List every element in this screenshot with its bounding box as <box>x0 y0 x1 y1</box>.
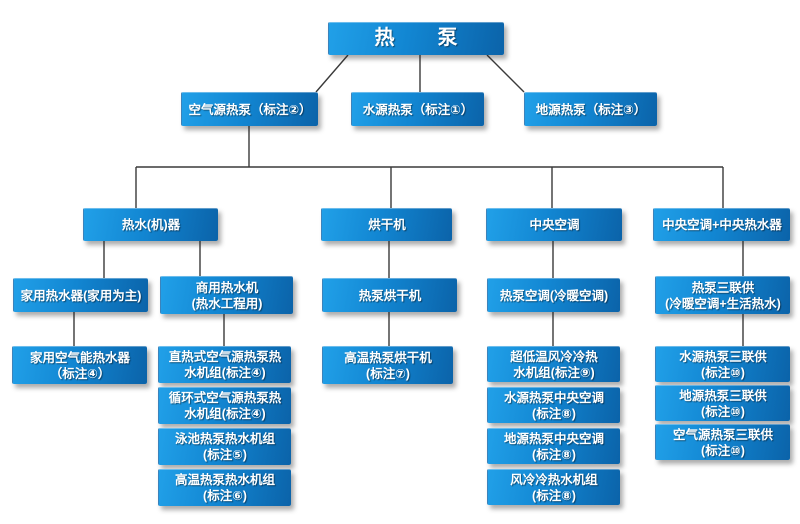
node-direct-heating-air-source-unit: 直热式空气源热泵热 水机组(标注④) <box>158 346 291 383</box>
node-ultra-low-temp-air-cooled-unit: 超低温风冷冷热 水机组(标注⑨) <box>487 346 620 382</box>
node-water-source-heat-pump: 水源热泵（标注①） <box>351 92 484 126</box>
node-circulating-air-source-unit: 循环式空气源热泵热 水机组(标注④) <box>158 387 291 424</box>
node-commercial-water-heater: 商用热水机 (热水工程用) <box>160 276 293 314</box>
node-heat-pump-ac: 热泵空调(冷暖空调) <box>487 278 620 312</box>
node-ground-source-central-ac: 地源热泵中央空调 (标注⑧) <box>487 428 620 464</box>
node-dryer-category: 烘干机 <box>321 208 452 241</box>
node-water-heater-category: 热水(机)器 <box>83 208 218 241</box>
node-heat-pump-root: 热 泵 <box>328 22 504 55</box>
node-air-source-trigeneration: 空气源热泵三联供 (标注⑩) <box>655 424 790 460</box>
node-air-cooled-water-unit: 风冷冷热水机组 (标注⑧) <box>487 469 620 505</box>
node-ground-source-trigeneration: 地源热泵三联供 (标注⑩) <box>655 385 790 421</box>
node-central-ac-plus-water-heater-category: 中央空调+中央热水器 <box>653 208 790 241</box>
node-water-source-trigeneration: 水源热泵三联供 (标注⑩) <box>655 346 790 382</box>
node-domestic-water-heater: 家用热水器(家用为主) <box>13 278 148 312</box>
node-heat-pump-dryer: 热泵烘干机 <box>322 278 457 312</box>
node-high-temp-heat-pump-dryer: 高温热泵烘干机 (标注⑦) <box>322 346 453 384</box>
node-pool-heat-pump-unit: 泳池热泵热水机组 (标注⑤) <box>158 428 291 465</box>
node-ground-source-heat-pump: 地源热泵（标注③） <box>524 92 657 126</box>
connector-path <box>73 54 744 346</box>
node-heat-pump-trigeneration: 热泵三联供 (冷暖空调+生活热水) <box>655 276 790 314</box>
node-water-source-central-ac: 水源热泵中央空调 (标注⑧) <box>487 387 620 423</box>
node-high-temp-water-heating-unit: 高温热泵热水机组 (标注⑥) <box>158 469 291 506</box>
node-central-ac-category: 中央空调 <box>486 208 622 241</box>
node-air-source-heat-pump: 空气源热泵（标注②） <box>181 92 318 126</box>
node-domestic-air-energy-water-heater: 家用空气能热水器 （标注④） <box>12 346 147 384</box>
